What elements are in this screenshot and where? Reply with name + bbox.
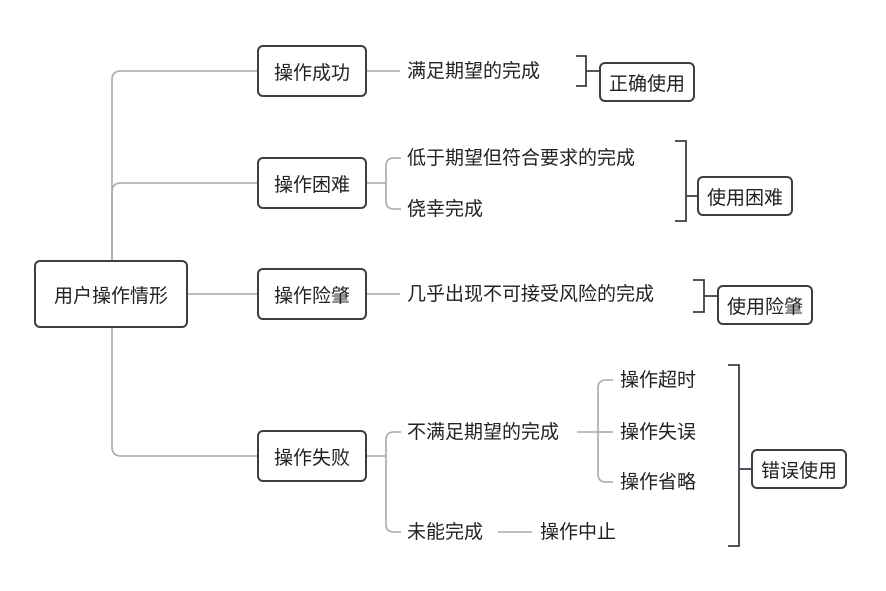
branch-node-difficulty: 操作困难 (257, 157, 367, 209)
category-label-near-miss: 使用险肇 (726, 295, 803, 318)
connector-failure-child2 (385, 456, 401, 533)
bracket-nearmiss (693, 279, 717, 313)
branch-node-nearmiss: 操作险肇 (257, 268, 367, 320)
connector-root-difficulty (111, 182, 257, 260)
connector-difficulty-child2 (385, 183, 401, 210)
connector-unmet-timeout (597, 379, 613, 432)
outcome-below-expectation: 低于期望但符合要求的完成 (407, 147, 636, 169)
connector-root-failure (111, 328, 257, 457)
category-near-miss: 使用险肇 (717, 285, 813, 325)
outcome-unmet-expectation: 不满足期望的完成 (407, 421, 560, 443)
branch-label-failure: 操作失败 (273, 446, 350, 469)
branch-node-success: 操作成功 (257, 45, 367, 97)
failure-mistake: 操作失误 (620, 421, 697, 443)
category-use-difficulty: 使用困难 (697, 176, 793, 216)
bracket-success (576, 55, 599, 87)
branch-label-nearmiss: 操作险肇 (273, 284, 350, 307)
connector-difficulty-child1 (385, 157, 401, 183)
root-node: 用户操作情形 (34, 260, 188, 328)
failure-omission: 操作省略 (620, 471, 697, 493)
branch-node-failure: 操作失败 (257, 430, 367, 482)
bracket-difficulty (675, 140, 697, 222)
category-use-error: 错误使用 (751, 449, 847, 489)
failure-abort: 操作中止 (540, 521, 617, 543)
outcome-not-completed: 未能完成 (407, 521, 484, 543)
outcome-near-unacceptable-risk: 几乎出现不可接受风险的完成 (407, 283, 655, 305)
branch-label-success: 操作成功 (273, 61, 350, 84)
bracket-error (728, 364, 751, 547)
category-label-use-error: 错误使用 (760, 459, 837, 482)
root-node-label: 用户操作情形 (53, 284, 168, 307)
outcome-lucky-completion: 侥幸完成 (407, 198, 484, 220)
category-label-use-difficulty: 使用困难 (706, 186, 783, 209)
category-label-correct-use: 正确使用 (608, 72, 685, 95)
outcome-met-expectation: 满足期望的完成 (407, 60, 541, 82)
connector-root-success (111, 70, 257, 260)
connector-failure-child1 (385, 431, 401, 456)
failure-timeout: 操作超时 (620, 369, 697, 391)
connector-unmet-omission (597, 432, 613, 483)
branch-label-difficulty: 操作困难 (273, 173, 350, 196)
category-correct-use: 正确使用 (599, 62, 695, 102)
